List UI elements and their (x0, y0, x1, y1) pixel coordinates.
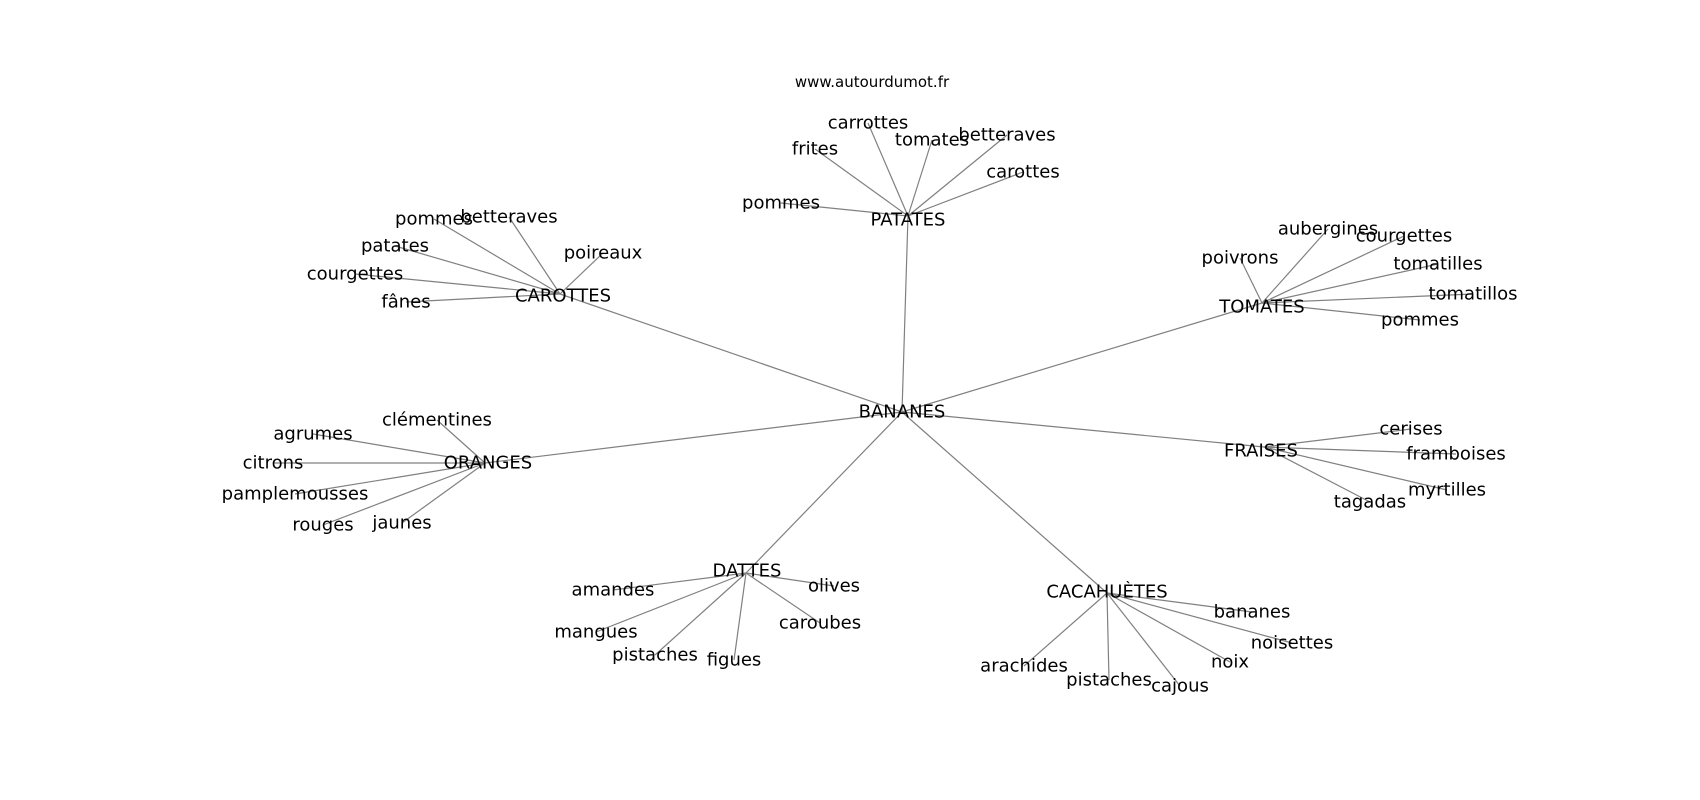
leaf-node-label: betteraves (958, 125, 1055, 146)
graph-labels: BANANESPATATESpommesfritescarrottestomat… (222, 113, 1518, 697)
leaf-node-label: amandes (572, 580, 655, 601)
hub-to-leaf-edge (1261, 293, 1474, 304)
hub-to-leaf-edge (436, 419, 486, 464)
center-to-hub-edge (901, 411, 1265, 448)
hub-to-leaf-edge (745, 572, 835, 587)
hub-to-leaf-edge (907, 134, 1008, 217)
hub-to-leaf-edge (745, 572, 821, 624)
leaf-node-label: cajous (1151, 676, 1209, 697)
hub-to-leaf-edge (1239, 257, 1263, 304)
hub-to-leaf-edge (1263, 428, 1412, 448)
leaf-node-label: clémentines (382, 410, 492, 431)
leaf-node-label: framboises (1406, 444, 1506, 465)
leaf-node-label: arachides (980, 656, 1068, 677)
source-url: www.autourdumot.fr (795, 73, 950, 91)
hub-node-label: ORANGES (444, 453, 532, 474)
leaf-node-label: pistaches (612, 645, 698, 666)
leaf-node-label: courgettes (307, 264, 403, 285)
leaf-node-label: bananes (1214, 602, 1291, 623)
hub-node-label: PATATES (871, 210, 946, 231)
leaf-node-label: figues (707, 650, 762, 671)
hub-to-leaf-edge (433, 218, 561, 295)
leaf-node-label: courgettes (1356, 226, 1452, 247)
hub-to-leaf-edge (612, 572, 747, 591)
leaf-node-label: carrottes (828, 113, 909, 134)
hub-to-leaf-edge (312, 433, 486, 464)
center-node-label: BANANES (859, 402, 946, 423)
hub-to-leaf-edge (814, 148, 909, 217)
hub-to-leaf-edge (1106, 592, 1181, 687)
hub-to-leaf-edge (405, 293, 561, 303)
leaf-node-label: carottes (986, 162, 1060, 183)
hub-to-leaf-edge (907, 171, 1024, 217)
leaf-node-label: olives (808, 576, 860, 597)
leaf-node-label: pamplemousses (222, 484, 369, 505)
leaf-node-label: tagadas (1334, 492, 1406, 513)
center-to-hub-edge (901, 302, 1263, 413)
leaf-node-label: cerises (1379, 419, 1442, 440)
hub-to-leaf-edge (1263, 446, 1457, 455)
leaf-node-label: aubergines (1278, 219, 1378, 240)
leaf-node-label: poivrons (1202, 248, 1279, 269)
hub-to-leaf-edge (354, 273, 561, 295)
leaf-node-label: patates (361, 236, 429, 257)
leaf-node-label: tomatillos (1428, 284, 1517, 305)
hub-to-leaf-edge (394, 245, 561, 295)
hub-to-leaf-edge (401, 462, 486, 524)
hub-to-leaf-edge (1263, 446, 1371, 503)
hub-to-leaf-edge (595, 572, 747, 633)
hub-to-leaf-edge (907, 139, 933, 217)
leaf-node-label: mangues (554, 622, 637, 643)
hub-node-label: CAROTTES (515, 286, 611, 307)
leaf-node-label: jaunes (371, 513, 431, 534)
hub-to-leaf-edge (733, 572, 747, 661)
leaf-node-label: betteraves (460, 207, 557, 228)
leaf-node-label: noisettes (1251, 633, 1333, 654)
center-to-hub-edge (901, 215, 909, 413)
leaf-node-label: fânes (381, 292, 430, 313)
leaf-node-label: caroubes (779, 613, 861, 634)
hub-to-leaf-edge (1261, 235, 1405, 304)
hub-to-leaf-edge (1261, 302, 1421, 321)
hub-to-leaf-edge (1261, 263, 1439, 304)
leaf-node-label: pommes (1381, 310, 1459, 331)
leaf-node-label: myrtilles (1408, 480, 1486, 501)
hub-to-leaf-edge (559, 252, 604, 295)
hub-node-label: CACAHUÈTES (1046, 581, 1167, 603)
hub-to-leaf-edge (294, 462, 486, 495)
hub-to-leaf-edge (1106, 592, 1231, 663)
center-to-hub-edge (901, 411, 1108, 594)
leaf-node-label: pommes (395, 209, 473, 230)
hub-to-leaf-edge (1106, 592, 1253, 613)
graph-edges (273, 122, 1474, 687)
leaf-node-label: agrumes (273, 424, 352, 445)
leaf-node-label: noix (1211, 652, 1249, 673)
hub-to-leaf-edge (1261, 228, 1329, 304)
center-to-hub-edge (484, 411, 903, 464)
hub-to-leaf-edge (654, 572, 747, 656)
hub-to-leaf-edge (508, 216, 561, 295)
center-to-hub-edge (559, 293, 903, 413)
leaf-node-label: pommes (742, 193, 820, 214)
hub-to-leaf-edge (322, 462, 486, 526)
leaf-node-label: tomates (895, 130, 969, 151)
hub-to-leaf-edge (780, 202, 909, 217)
leaf-node-label: citrons (243, 453, 304, 474)
leaf-node-label: pistaches (1066, 670, 1152, 691)
center-to-hub-edge (745, 411, 903, 574)
hub-to-leaf-edge (1106, 592, 1110, 681)
leaf-node-label: frites (792, 139, 838, 160)
hub-node-label: DATTES (713, 561, 782, 582)
leaf-node-label: poireaux (564, 243, 643, 264)
leaf-node-label: tomatilles (1393, 254, 1482, 275)
hub-to-leaf-edge (1106, 592, 1293, 644)
hub-node-label: TOMATES (1218, 297, 1304, 318)
hub-to-leaf-edge (1023, 592, 1108, 667)
hub-to-leaf-edge (1263, 446, 1448, 491)
leaf-node-label: rouges (292, 515, 353, 536)
hub-to-leaf-edge (867, 122, 909, 217)
hub-node-label: FRAISES (1224, 441, 1298, 462)
